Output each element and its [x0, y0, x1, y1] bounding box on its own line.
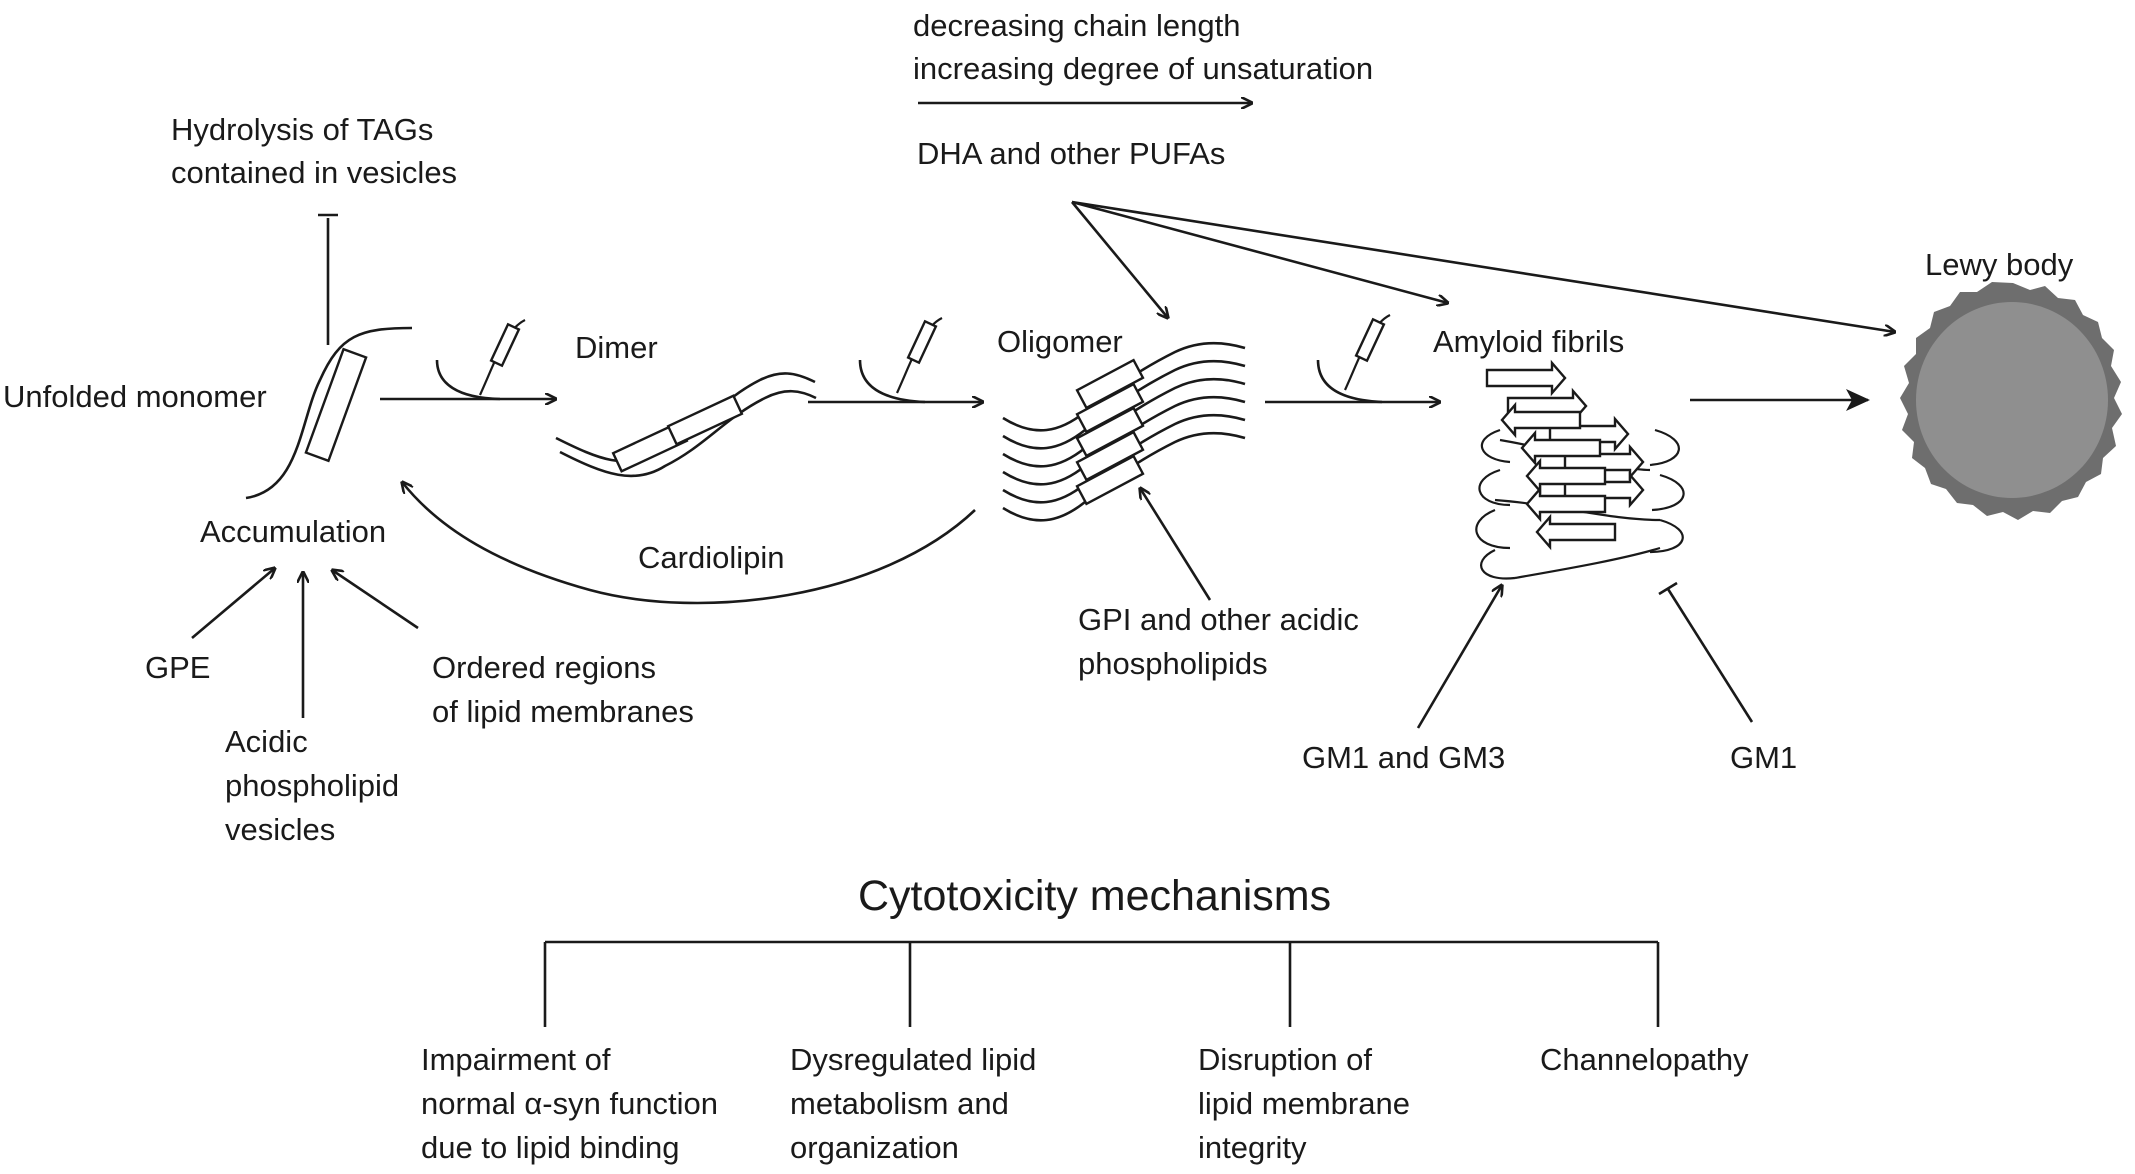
label-hydrolysis-1: Hydrolysis of TAGs — [171, 112, 433, 147]
inhibition-hydrolysis — [318, 213, 338, 345]
label-unsaturation: increasing degree of unsaturation — [913, 51, 1373, 86]
dimer-glyph — [555, 372, 817, 478]
label-ordered-1: Ordered regions — [432, 650, 656, 685]
label-lewy-body: Lewy body — [1925, 247, 2074, 282]
mechanism-2-line-1: Dysregulated lipid — [790, 1042, 1036, 1077]
label-cardiolipin: Cardiolipin — [638, 540, 784, 575]
added-monomer-glyph-2 — [895, 317, 943, 394]
mechanism-2-line-3: organization — [790, 1130, 959, 1165]
label-unfolded-monomer: Unfolded monomer — [3, 379, 267, 414]
label-hydrolysis-2: contained in vesicles — [171, 155, 457, 190]
label-amyloid-fibrils: Amyloid fibrils — [1433, 324, 1624, 359]
label-gm1-gm3: GM1 and GM3 — [1302, 740, 1505, 775]
added-monomer-glyph-3 — [1343, 314, 1391, 391]
added-monomer-glyph-1 — [478, 319, 526, 396]
label-gm1: GM1 — [1730, 740, 1797, 775]
label-gpi-1: GPI and other acidic — [1078, 602, 1359, 637]
label-oligomer: Oligomer — [997, 324, 1123, 359]
cytotoxicity-bracket — [543, 940, 1660, 1027]
arrow-gm1-gm3 — [1416, 585, 1502, 729]
label-gpe: GPE — [145, 650, 210, 685]
label-ordered-2: of lipid membranes — [432, 694, 694, 729]
mechanism-2-line-2: metabolism and — [790, 1086, 1009, 1121]
dha-arrows — [1070, 200, 1895, 332]
mechanism-1-line-1: Impairment of — [421, 1042, 611, 1077]
mechanism-4-line-1: Channelopathy — [1540, 1042, 1749, 1077]
label-gpi-2: phospholipids — [1078, 646, 1268, 681]
arrow-oligomer-to-fibrils — [1265, 359, 1440, 402]
arrow-ordered-regions — [332, 570, 419, 630]
label-accumulation: Accumulation — [200, 514, 386, 549]
inhibition-gm1 — [1658, 581, 1754, 723]
mechanism-3-line-1: Disruption of — [1198, 1042, 1372, 1077]
monomer-glyph — [245, 326, 413, 500]
mechanism-3-line-3: integrity — [1198, 1130, 1307, 1165]
label-acidic-2: phospholipid — [225, 768, 399, 803]
arrow-gpe — [191, 568, 275, 639]
oligomer-glyph — [1002, 341, 1246, 522]
mechanism-1-line-2: normal α-syn function — [421, 1086, 718, 1121]
arrow-gpi — [1140, 488, 1212, 601]
lewy-body-glyph — [1900, 282, 2122, 520]
label-chain-length: decreasing chain length — [913, 8, 1240, 43]
arrow-dimer-to-oligomer — [808, 359, 983, 402]
arrow-cardiolipin — [402, 482, 976, 605]
cytotoxicity-title: Cytotoxicity mechanisms — [858, 872, 1331, 920]
arrow-monomer-to-dimer — [380, 359, 556, 399]
mechanism-1-line-3: due to lipid binding — [421, 1130, 680, 1165]
label-dimer: Dimer — [575, 330, 658, 365]
fibril-glyph — [1475, 359, 1685, 580]
label-acidic-3: vesicles — [225, 812, 335, 847]
label-dha: DHA and other PUFAs — [917, 136, 1225, 171]
label-acidic-1: Acidic — [225, 724, 308, 759]
mechanism-3-line-2: lipid membrane — [1198, 1086, 1410, 1121]
